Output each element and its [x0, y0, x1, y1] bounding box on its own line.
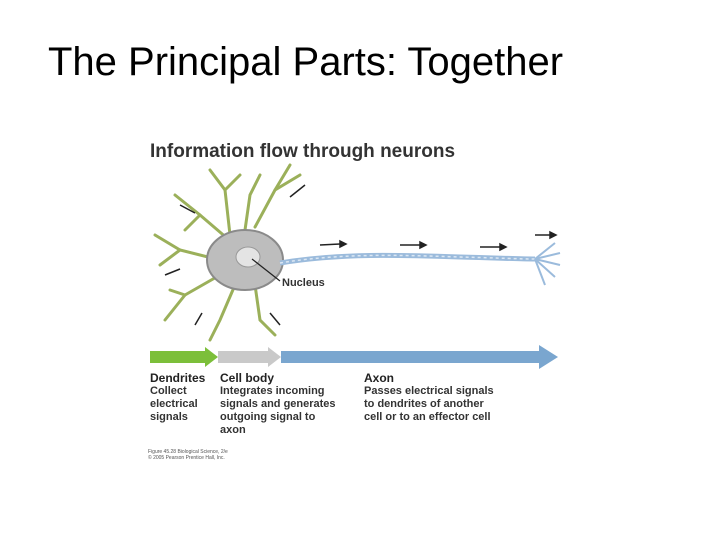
axon-description: Passes electrical signals to dendrites o…: [364, 385, 564, 424]
description-line: Collect: [150, 385, 187, 397]
caption-line: Figure 45.28 Biological Science, 2/e: [148, 449, 228, 455]
dendrites-heading: Dendrites: [150, 371, 206, 385]
axon-terminals: [534, 242, 561, 286]
nucleus: [235, 246, 261, 268]
input-arrows: [164, 184, 306, 326]
slide-title: The Principal Parts: Together: [48, 40, 564, 84]
nucleus-pointer: [251, 258, 281, 282]
nucleus-label: Nucleus: [282, 277, 325, 289]
axon-bar: [281, 351, 539, 363]
axon: [279, 252, 536, 266]
description-line: electrical: [150, 398, 198, 410]
description-line: axon: [220, 424, 246, 436]
description-line: Integrates incoming: [220, 385, 325, 397]
figure-caption: Figure 45.28 Biological Science, 2/e © 2…: [148, 449, 288, 461]
description-line: outgoing signal to: [220, 411, 316, 423]
dendrites-bar: [150, 351, 205, 363]
caption-line: © 2005 Pearson Prentice Hall, Inc.: [148, 455, 225, 461]
neuron-figure: Information flow through neurons Nucleus…: [140, 135, 580, 465]
section-bars: [150, 345, 558, 369]
cell-body-heading: Cell body: [220, 371, 275, 385]
description-line: signals and generates: [220, 398, 336, 410]
cell-body-description: Integrates incoming signals and generate…: [220, 385, 360, 437]
dendrites-description: Collect electrical signals: [150, 385, 220, 424]
description-line: to dendrites of another: [364, 398, 484, 410]
neuron-diagram: [150, 163, 561, 369]
dendrites: [153, 163, 302, 342]
figure-title: Information flow through neurons: [150, 141, 456, 162]
cell-body-bar: [218, 351, 268, 363]
description-line: cell or to an effector cell: [364, 411, 491, 423]
axon-heading: Axon: [364, 371, 394, 385]
description-line: signals: [150, 411, 188, 423]
flow-arrows: [319, 230, 558, 252]
description-line: Passes electrical signals: [364, 385, 494, 397]
